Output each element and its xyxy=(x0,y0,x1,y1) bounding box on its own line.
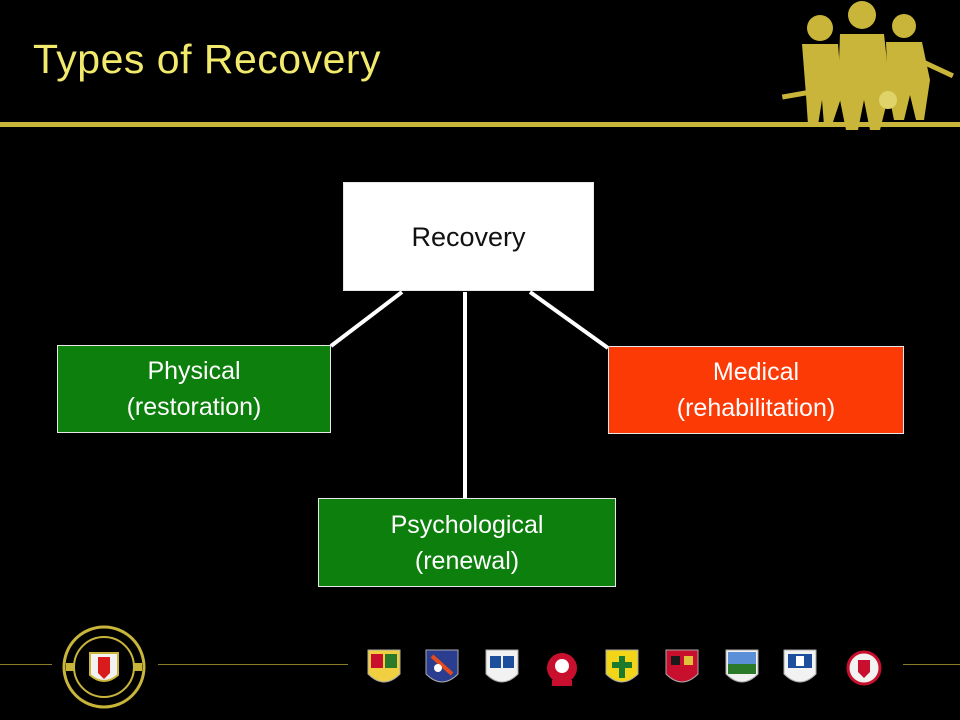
psychological-label: Psychological (renewal) xyxy=(390,510,544,575)
recovery-box: Recovery xyxy=(343,182,594,291)
physical-label: Physical (restoration) xyxy=(126,357,262,421)
recovery-label: Recovery xyxy=(411,221,526,252)
monaghan-crest-icon xyxy=(783,649,817,683)
ulster-gaa-crest-icon xyxy=(62,625,146,709)
fermanagh-crest-icon xyxy=(725,649,759,683)
psychological-box: Psychological (renewal) xyxy=(318,498,616,587)
header-rule xyxy=(0,122,960,127)
physical-box: Physical (restoration) xyxy=(57,345,331,433)
footer-rule-right xyxy=(903,664,960,665)
tyrone-crest-icon xyxy=(846,650,882,686)
donegal-crest-icon xyxy=(605,649,639,683)
connector-physical xyxy=(329,290,404,348)
antrim-crest-icon xyxy=(367,649,401,683)
slide-title: Types of Recovery xyxy=(33,36,382,82)
down-crest-icon xyxy=(665,649,699,683)
footer-rule-middle xyxy=(158,664,348,665)
players-silhouette-icon xyxy=(781,1,954,130)
medical-box: Medical (rehabilitation) xyxy=(608,346,904,434)
armagh-crest-icon xyxy=(425,649,459,683)
connector-medical xyxy=(528,290,610,350)
medical-label: Medical (rehabilitation) xyxy=(676,358,836,422)
derry-crest-icon xyxy=(547,653,577,686)
footer-rule-left xyxy=(0,664,52,665)
cavan-crest-icon xyxy=(485,649,519,683)
